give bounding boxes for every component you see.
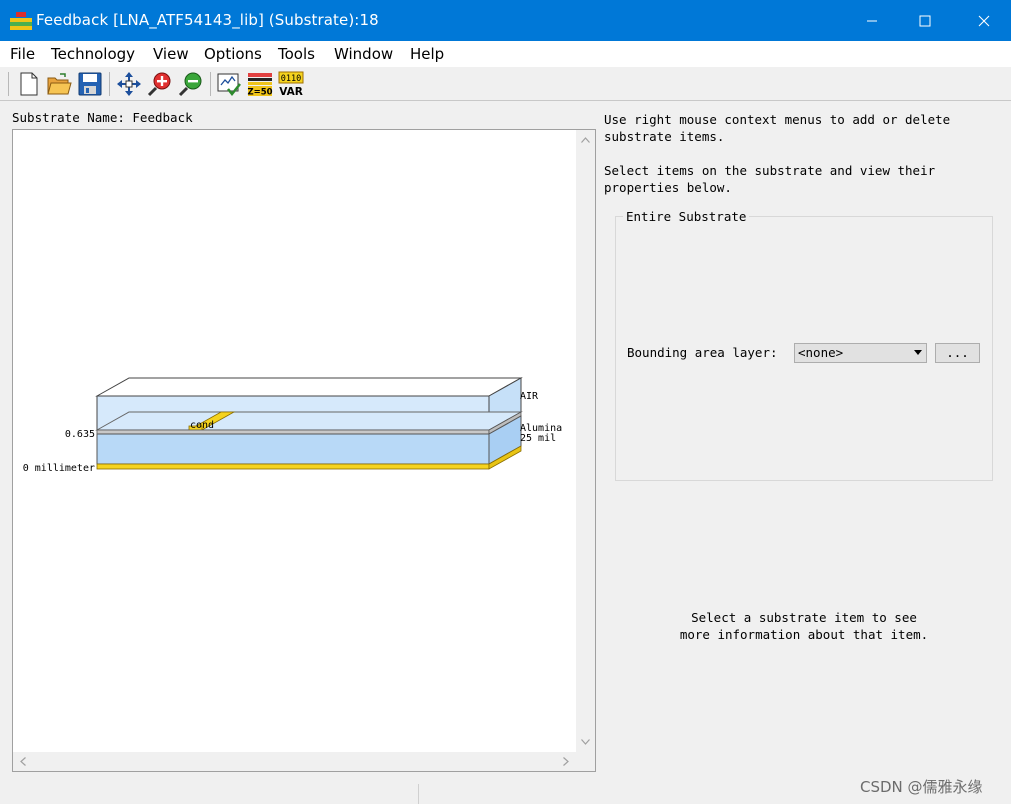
item-info-text: Select a substrate item to see more info… — [604, 609, 1004, 643]
substrate-canvas[interactable]: cond AIR Alumina 25 mil 0.635 0 millimet… — [12, 129, 596, 772]
selection-hint: Select items on the substrate and view t… — [604, 162, 935, 196]
scroll-up-icon[interactable] — [581, 137, 590, 143]
alumina-label: Alumina — [520, 423, 562, 434]
group-title: Entire Substrate — [623, 209, 750, 224]
watermark: CSDN @儒雅永缘 — [860, 778, 983, 796]
bounding-area-select[interactable]: <none> — [794, 343, 927, 363]
alumina-thickness-label: 25 mil — [520, 433, 556, 444]
menu-view[interactable]: View — [153, 45, 189, 63]
zoom-out-button[interactable] — [178, 71, 204, 97]
menu-help[interactable]: Help — [410, 45, 445, 63]
variable-button[interactable]: 0110 VAR — [278, 71, 304, 97]
var-text: VAR — [279, 86, 303, 97]
toolbar: Z=50 0110 VAR — [0, 67, 1011, 101]
bounding-area-value: <none> — [798, 345, 844, 360]
substrate-name-label: Substrate Name: Feedback — [12, 110, 193, 125]
window-title: Feedback [LNA_ATF54143_lib] (Substrate):… — [36, 11, 379, 29]
context-menu-hint: Use right mouse context menus to add or … — [604, 111, 950, 145]
hint-line: substrate items. — [604, 129, 725, 144]
air-label: AIR — [520, 391, 539, 402]
status-divider — [418, 784, 419, 804]
info-line: Select a substrate item to see — [691, 610, 917, 625]
substrate-stack-diagram[interactable]: cond AIR Alumina 25 mil 0.635 0 millimet… — [13, 130, 595, 752]
check-icon — [217, 73, 241, 97]
title-bar: Feedback [LNA_ATF54143_lib] (Substrate):… — [0, 0, 1011, 41]
app-icon — [10, 12, 32, 30]
pan-button[interactable] — [116, 71, 142, 97]
pan-icon — [117, 72, 141, 96]
menu-tools[interactable]: Tools — [278, 45, 315, 63]
scroll-corner — [576, 752, 595, 771]
toolbar-separator — [210, 72, 211, 96]
metal-plane — [96, 429, 490, 435]
dielectric-top — [95, 411, 523, 431]
hint-line: Select items on the substrate and view t… — [604, 163, 936, 178]
menu-window[interactable]: Window — [334, 45, 394, 63]
save-button[interactable] — [77, 71, 103, 97]
toolbar-separator — [109, 72, 110, 96]
hint-line: properties below. — [604, 180, 732, 195]
minimize-icon — [867, 20, 877, 21]
z50-button[interactable]: Z=50 — [247, 71, 273, 97]
hint-line: Use right mouse context menus to add or … — [604, 112, 951, 127]
save-icon — [78, 72, 102, 96]
horizontal-scrollbar[interactable] — [13, 752, 576, 771]
top-height-label: 0.635 — [65, 429, 95, 440]
info-line: more information about that item. — [679, 627, 929, 642]
menu-technology[interactable]: Technology — [51, 45, 136, 63]
vertical-scrollbar[interactable] — [576, 130, 595, 752]
close-button[interactable] — [961, 0, 1007, 41]
minimize-button[interactable] — [849, 0, 895, 41]
z50-icon: Z=50 — [247, 73, 273, 98]
maximize-button[interactable] — [902, 0, 948, 41]
bounding-area-label: Bounding area layer: — [627, 345, 778, 360]
maximize-icon — [919, 15, 931, 26]
menu-file[interactable]: File — [10, 45, 36, 63]
browse-button[interactable]: ... — [935, 343, 980, 363]
zoom-out-icon — [178, 72, 202, 97]
toolbar-grip — [8, 72, 9, 96]
ground-plane-side — [488, 445, 522, 470]
menu-bar: File Technology View Options Tools Windo… — [0, 41, 1011, 67]
bottom-height-label: 0 millimeter — [23, 463, 95, 474]
scroll-right-icon[interactable] — [563, 757, 569, 766]
var-icon: 0110 VAR — [278, 71, 304, 97]
var-top-text: 0110 — [281, 74, 301, 84]
scroll-down-icon[interactable] — [581, 739, 590, 745]
new-file-icon — [20, 72, 38, 96]
air-layer-top — [95, 377, 523, 397]
z50-text: Z=50 — [247, 88, 272, 98]
ground-plane — [96, 463, 490, 470]
dropdown-arrow-icon — [914, 350, 922, 355]
close-icon — [978, 15, 990, 26]
open-button[interactable] — [46, 71, 72, 97]
alumina-layer-front — [96, 433, 490, 465]
scroll-left-icon[interactable] — [20, 757, 26, 766]
zoom-in-icon — [147, 72, 171, 97]
zoom-in-button[interactable] — [147, 71, 173, 97]
cond-label: cond — [190, 420, 214, 431]
menu-options[interactable]: Options — [204, 45, 262, 63]
check-button[interactable] — [216, 71, 242, 97]
open-folder-icon — [47, 73, 72, 95]
new-button[interactable] — [16, 71, 42, 97]
entire-substrate-group — [615, 216, 993, 481]
